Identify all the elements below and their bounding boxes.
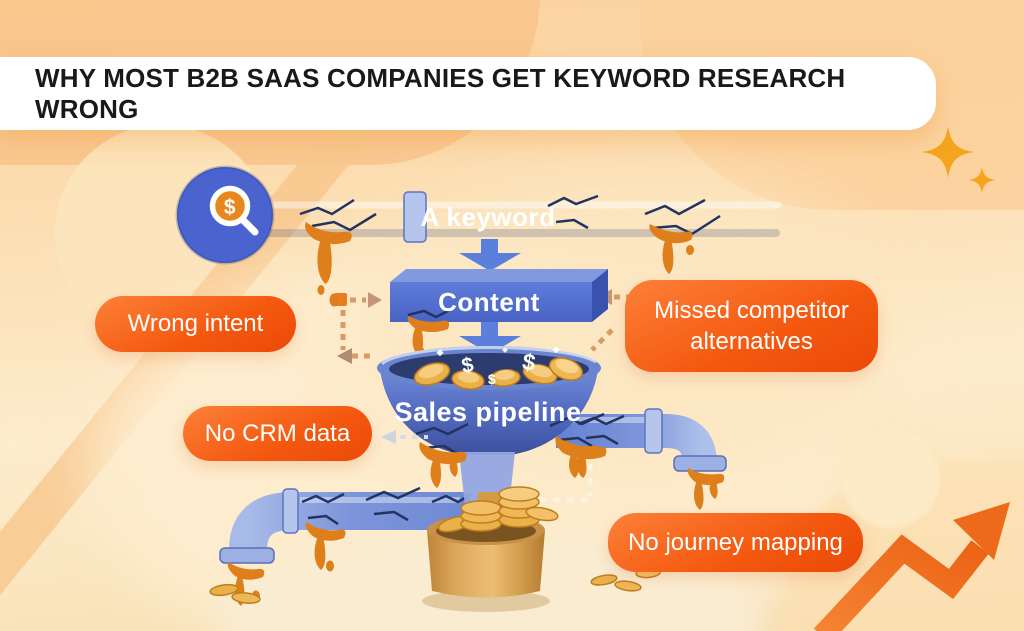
- top-pipe-leaks: [305, 222, 694, 307]
- funnel-cracks: [415, 412, 605, 456]
- dollar-sign: $: [460, 353, 476, 378]
- bucket-coins: [437, 486, 559, 533]
- search-dollar-icon: $: [175, 165, 275, 265]
- title-banner: WHY MOST B2B SAAS COMPANIES GET KEYWORD …: [0, 57, 936, 130]
- sales-pipeline-label: Sales pipeline: [394, 397, 581, 427]
- callout-wrong-intent: Wrong intent: [95, 296, 296, 352]
- right-pipe: [556, 408, 727, 510]
- dollar-sign: $: [521, 348, 538, 376]
- callout-no-crm-data: No CRM data: [183, 406, 372, 461]
- grey-arrow-left: [381, 430, 428, 444]
- content-box: [390, 269, 608, 357]
- left-pipe: [219, 486, 473, 606]
- dollar-coins: $ $ $: [413, 346, 584, 390]
- dashed-loop-left: [334, 292, 382, 364]
- flow-arrow-content-to-funnel: [459, 322, 521, 354]
- growth-arrow-icon: [813, 502, 1010, 631]
- content-box-label: Content: [438, 287, 540, 317]
- callout-missed-competitor-alternatives: Missed competitor alternatives: [625, 280, 878, 372]
- background-pale-circle: [842, 430, 940, 528]
- flow-arrow-keyword-to-content: [459, 239, 521, 271]
- funnel-leaks: [419, 436, 601, 488]
- callout-label: Wrong intent: [127, 310, 264, 338]
- keyword-pipe-label: A keyword: [420, 202, 555, 232]
- callout-no-journey-mapping: No journey mapping: [608, 513, 863, 572]
- dollar-sign: $: [488, 371, 496, 387]
- dollar-sign: $: [224, 196, 236, 219]
- callout-label: Missed competitor alternatives: [654, 296, 849, 355]
- callout-label: No CRM data: [204, 419, 351, 447]
- callout-label: No journey mapping: [628, 528, 843, 556]
- bucket: [422, 486, 559, 612]
- page-title: WHY MOST B2B SAAS COMPANIES GET KEYWORD …: [35, 62, 846, 124]
- dashed-path-white: [534, 450, 593, 503]
- content-box-crack: [407, 307, 453, 319]
- top-pipe-cracks: [299, 194, 721, 236]
- sparkle-icon: [922, 126, 996, 194]
